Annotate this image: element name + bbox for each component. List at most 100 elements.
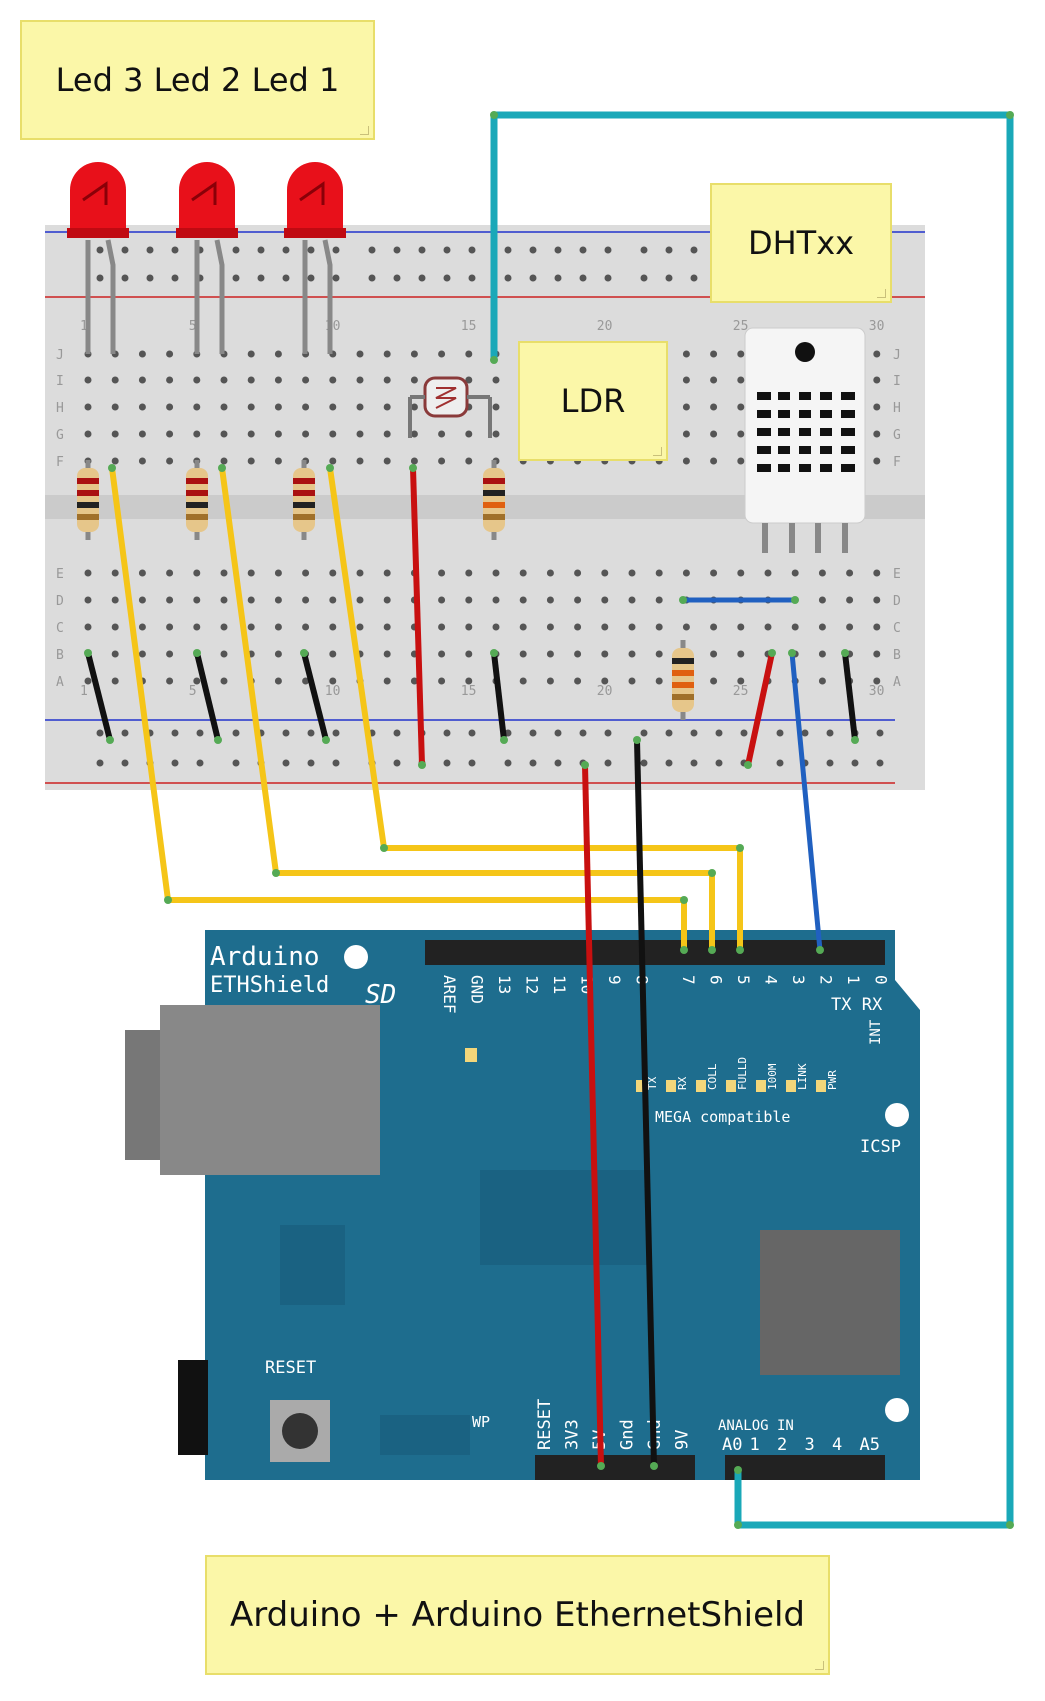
note-dht-text: DHTxx <box>747 224 855 262</box>
breadboard-hole <box>138 430 146 438</box>
breadboard-hole <box>84 623 92 631</box>
analog-pin-label: A5 <box>860 1435 880 1455</box>
breadboard-hole <box>166 650 174 658</box>
rail-hole <box>418 274 426 282</box>
power-header <box>535 1455 695 1480</box>
breadboard-hole <box>873 650 881 658</box>
rail-hole <box>232 274 240 282</box>
rail-hole <box>665 729 673 737</box>
breadboard-hole <box>873 350 881 358</box>
breadboard-hole <box>737 677 745 685</box>
ethernet-jack-housing <box>160 1005 380 1175</box>
rail-hole <box>282 274 290 282</box>
wire-end <box>1006 1521 1014 1529</box>
note-leds-text: Led 3 Led 2 Led 1 <box>55 61 340 99</box>
status-led-label: FULLD <box>736 1057 749 1090</box>
arduino-brand: Arduino <box>210 942 320 972</box>
rail-hole <box>504 759 512 767</box>
dht-vent <box>778 410 790 418</box>
breadboard-hole <box>628 623 636 631</box>
dht-vent <box>778 428 790 436</box>
rail-hole <box>468 729 476 737</box>
dht-vent <box>841 464 855 472</box>
breadboard-hole <box>138 350 146 358</box>
breadboard-hole <box>111 650 119 658</box>
breadboard-hole <box>710 457 718 465</box>
breadboard-hole <box>410 403 418 411</box>
breadboard-hole <box>818 623 826 631</box>
wire-end <box>380 844 388 852</box>
breadboard-hole <box>410 350 418 358</box>
breadboard-hole <box>873 376 881 384</box>
digital-pin-label: 2 <box>817 975 836 985</box>
note-corner <box>653 447 662 456</box>
dht-vent <box>757 428 771 436</box>
breadboard-hole <box>84 677 92 685</box>
breadboard-hole <box>193 430 201 438</box>
wire-end <box>679 596 687 604</box>
rail-hole <box>418 246 426 254</box>
breadboard-hole <box>438 430 446 438</box>
breadboard-hole <box>247 623 255 631</box>
led-rim <box>67 228 129 238</box>
breadboard-hole <box>383 376 391 384</box>
resistor-band <box>186 478 208 484</box>
rail-hole <box>307 759 315 767</box>
breadboard-hole <box>492 376 500 384</box>
rail-hole <box>579 246 587 254</box>
rail-hole <box>690 274 698 282</box>
rail-hole <box>579 729 587 737</box>
wire-end <box>500 736 508 744</box>
breadboard-hole <box>166 430 174 438</box>
resistor-band <box>186 490 208 496</box>
breadboard-hole <box>737 457 745 465</box>
breadboard-hole <box>356 569 364 577</box>
rail-hole <box>443 729 451 737</box>
mounting-hole-right <box>885 1103 909 1127</box>
dht-body <box>744 327 866 524</box>
rail-hole <box>554 729 562 737</box>
dht-vent <box>778 392 790 400</box>
breadboard-hole <box>193 596 201 604</box>
breadboard-hole <box>247 457 255 465</box>
dht-sensor <box>744 327 866 553</box>
wire-end <box>650 1462 658 1470</box>
breadboard-hole <box>220 569 228 577</box>
breadboard-hole <box>274 623 282 631</box>
breadboard-hole <box>220 430 228 438</box>
rail-hole <box>776 759 784 767</box>
rail-hole <box>282 729 290 737</box>
row-letter: D <box>56 594 64 609</box>
breadboard-hole <box>492 403 500 411</box>
icsp-label: ICSP <box>860 1137 901 1157</box>
dht-vent <box>757 392 771 400</box>
rail-hole <box>443 246 451 254</box>
breadboard-hole <box>166 376 174 384</box>
dht-vent <box>820 446 832 454</box>
breadboard-hole <box>438 677 446 685</box>
rail-hole <box>332 729 340 737</box>
breadboard-hole <box>682 430 690 438</box>
rail-hole <box>443 759 451 767</box>
breadboard-hole <box>166 596 174 604</box>
dht-vents <box>757 392 855 472</box>
rail-hole <box>282 246 290 254</box>
breadboard-hole <box>329 569 337 577</box>
reset-label: RESET <box>265 1358 316 1378</box>
wire-end <box>768 649 776 657</box>
breadboard-hole <box>356 350 364 358</box>
breadboard-hole <box>873 457 881 465</box>
breadboard-hole <box>628 650 636 658</box>
status-led-label: PWR <box>826 1070 839 1090</box>
rail-hole <box>690 759 698 767</box>
wire-yellow-pin6 <box>219 467 715 950</box>
wire-end <box>633 736 641 744</box>
breadboard-hole <box>383 430 391 438</box>
reset-button-cap[interactable] <box>282 1413 318 1449</box>
breadboard-hole <box>274 596 282 604</box>
breadboard-hole <box>601 677 609 685</box>
breadboard-hole <box>737 376 745 384</box>
wire-end <box>326 464 334 472</box>
wire-red-ldr <box>410 467 425 766</box>
wire-end <box>409 464 417 472</box>
